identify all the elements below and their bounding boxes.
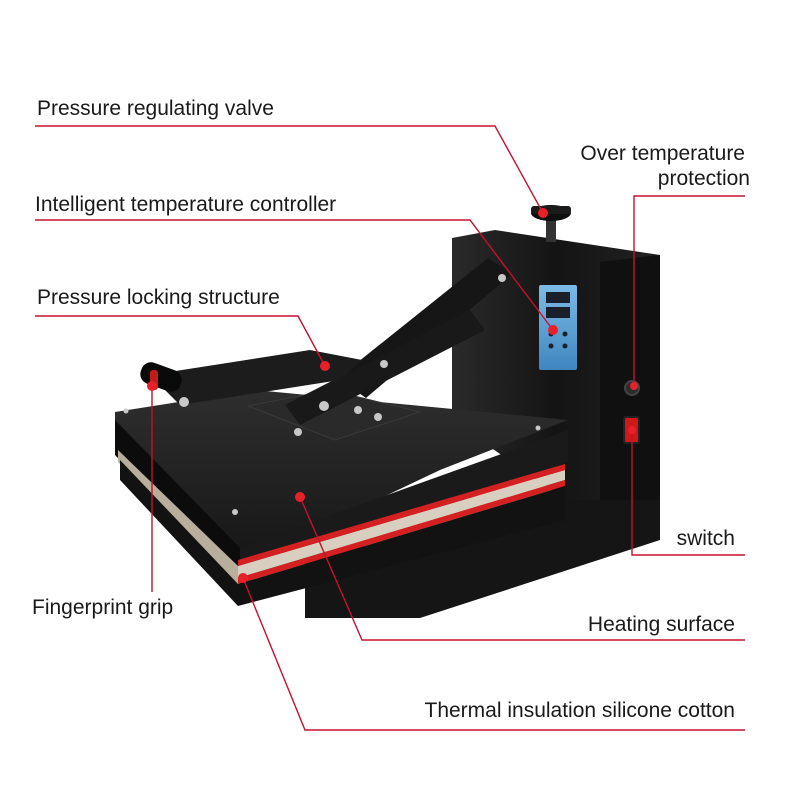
label-insulation: Thermal insulation silicone cotton	[424, 699, 736, 722]
upper-plate-top	[115, 390, 568, 565]
lower-plate	[120, 460, 565, 606]
label-locking-structure: Pressure locking structure	[37, 286, 280, 309]
callout-dot-insulation	[238, 573, 248, 583]
label-fingerprint-grip: Fingerprint grip	[32, 596, 174, 619]
machine-base	[305, 500, 660, 618]
bolts	[123, 274, 541, 515]
handle-arm	[150, 350, 362, 405]
callout-dots	[147, 208, 638, 583]
heat-stripe-lower	[238, 480, 565, 584]
label-over-temp-line2: protection	[657, 167, 750, 190]
handle-grip	[140, 362, 182, 392]
temperature-display-panel	[539, 285, 577, 370]
callout-lines	[35, 125, 745, 731]
label-heating-surface: Heating surface	[587, 613, 735, 636]
label-over-temp-line1: Over temperature	[580, 142, 745, 165]
label-pressure-valve: Pressure regulating valve	[37, 97, 274, 120]
callout-line-locking-structure	[35, 315, 326, 367]
callout-line-over-temp	[633, 195, 745, 386]
callout-dot-heating-surface	[295, 492, 305, 502]
callout-line-temp-controller	[35, 219, 554, 331]
callout-dot-locking-structure	[320, 361, 330, 371]
column-side	[600, 255, 660, 500]
callout-dot-fingerprint-grip	[147, 381, 157, 391]
callout-dot-over-temp	[630, 382, 638, 390]
callout-dot-pressure-valve	[538, 208, 548, 218]
callout-line-insulation	[242, 577, 745, 731]
callout-dot-temp-controller	[548, 325, 558, 335]
callout-dot-switch	[628, 426, 636, 434]
silicone-layer	[238, 470, 565, 578]
callout-line-switch	[631, 430, 745, 556]
silicone-side	[118, 450, 238, 584]
label-switch: switch	[676, 527, 735, 550]
label-temp-controller: Intelligent temperature controller	[35, 193, 337, 216]
heat-press-machine	[115, 205, 660, 618]
heat-stripe	[238, 464, 565, 566]
callout-line-pressure-valve	[35, 125, 544, 214]
callout-line-heating-surface	[299, 496, 745, 641]
